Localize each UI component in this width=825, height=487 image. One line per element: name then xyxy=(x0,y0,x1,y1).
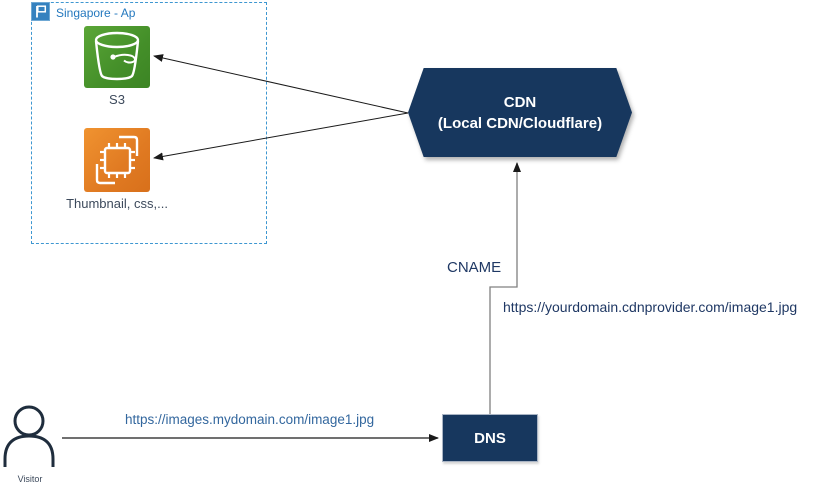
asset-chip-icon xyxy=(84,128,150,192)
cname-edge-label: CNAME xyxy=(445,259,504,276)
cdn-subtitle: (Local CDN/Cloudflare) xyxy=(437,114,603,132)
cdn-provider-url: https://yourdomain.cdnprovider.com/image… xyxy=(503,299,798,315)
edge-cdn-to-s3 xyxy=(153,54,409,114)
visitor-label: Visitor xyxy=(17,474,43,484)
s3-label: S3 xyxy=(109,92,125,107)
edge-cdn-to-assets xyxy=(153,112,409,161)
s3-bucket-icon xyxy=(84,26,150,88)
cdn-node: CDN (Local CDN/Cloudflare) xyxy=(408,68,632,157)
cdn-title: CDN xyxy=(503,93,537,111)
visitor-request-url: https://images.mydomain.com/image1.jpg xyxy=(125,412,375,427)
region-label: Singapore - Ap xyxy=(56,6,136,20)
asset-label: Thumbnail, css,... xyxy=(66,196,168,211)
visitor-person-icon xyxy=(3,405,55,467)
dns-node: DNS xyxy=(442,414,538,462)
region-group-box xyxy=(31,2,267,244)
region-flag-icon xyxy=(31,2,50,21)
edge-dns-to-cdn xyxy=(489,162,521,414)
